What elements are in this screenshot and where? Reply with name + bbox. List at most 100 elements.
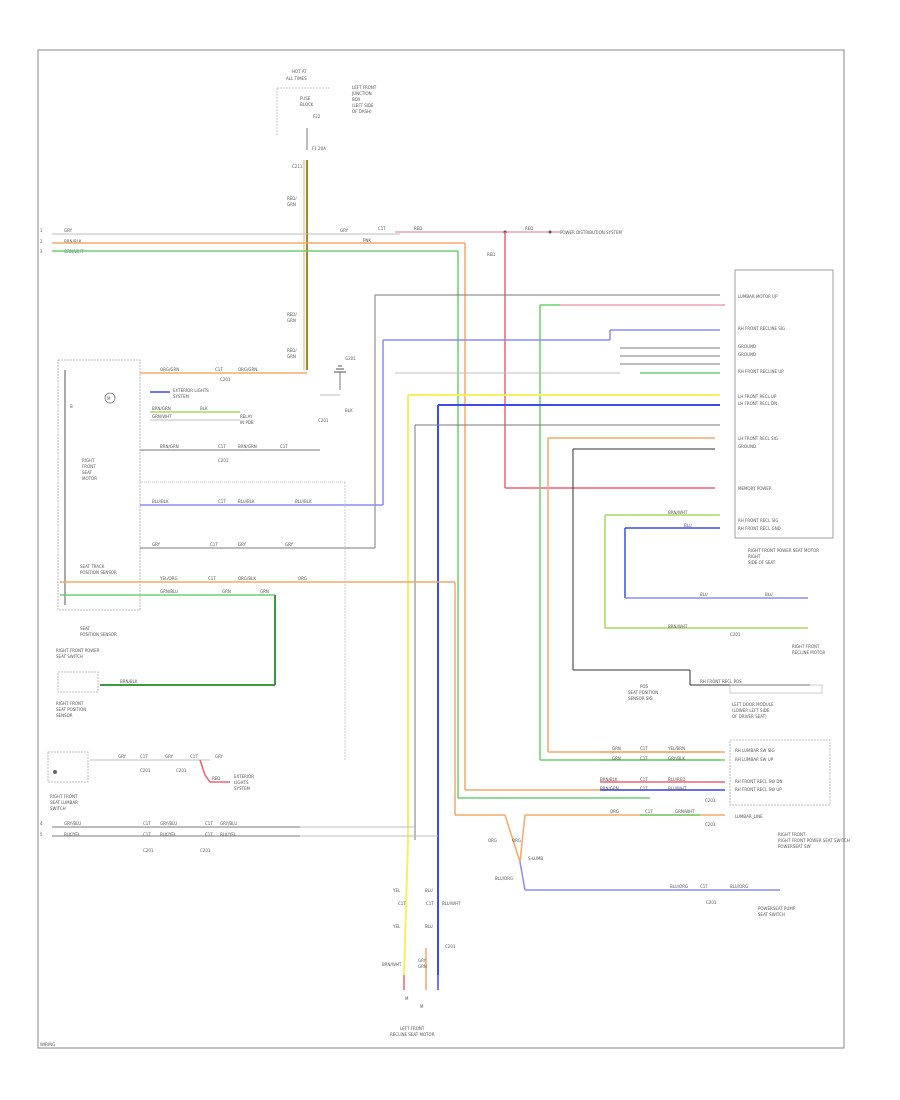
svg-text:C1T: C1T	[640, 786, 648, 791]
svg-text:YEL/ORG: YEL/ORG	[159, 576, 178, 581]
svg-text:C201: C201	[318, 418, 329, 423]
svg-text:RH LUMBAR SW UP: RH LUMBAR SW UP	[735, 757, 774, 762]
svg-text:ORG: ORG	[298, 576, 307, 581]
svg-text:RED: RED	[525, 226, 533, 231]
svg-text:BLU/ORG: BLU/ORG	[730, 884, 748, 889]
svg-text:GRN/WHT: GRN/WHT	[152, 414, 172, 419]
svg-text:GROUND: GROUND	[738, 444, 756, 449]
svg-text:SWITCH: SWITCH	[50, 806, 66, 811]
svg-text:RIGHT FRONT: RIGHT FRONT	[56, 701, 84, 706]
svg-text:GRY: GRY	[118, 754, 127, 759]
svg-text:ORG: ORG	[512, 838, 521, 843]
svg-text:FRONT: FRONT	[82, 464, 96, 469]
svg-text:F22: F22	[313, 114, 321, 119]
svg-text:ORG/BLK: ORG/BLK	[238, 576, 256, 581]
svg-text:SEAT SWITCH: SEAT SWITCH	[758, 912, 785, 917]
svg-text:PNK: PNK	[363, 238, 371, 243]
svg-text:ORG/GRN: ORG/GRN	[238, 367, 257, 372]
diagram-frame	[37, 49, 845, 1049]
svg-text:M: M	[405, 996, 409, 1001]
svg-text:GRN/WHT: GRN/WHT	[675, 809, 695, 814]
svg-text:LEFT DOOR MODULE: LEFT DOOR MODULE	[732, 702, 774, 707]
svg-text:BRN/GRN: BRN/GRN	[600, 786, 619, 791]
svg-text:GRN: GRN	[418, 964, 427, 969]
svg-text:BRN/GRN: BRN/GRN	[238, 444, 257, 449]
svg-text:2: 2	[40, 239, 43, 244]
svg-text:BLU/WHT: BLU/WHT	[668, 786, 687, 791]
svg-text:C1T: C1T	[426, 901, 434, 906]
svg-text:ORG/GRN: ORG/GRN	[160, 367, 179, 372]
svg-text:C1T: C1T	[190, 754, 198, 759]
svg-text:5: 5	[40, 832, 43, 837]
left-power-block: M B RIGHT FRONT SEAT MOTOR SEAT TRACK PO…	[56, 359, 141, 659]
svg-text:LH FRONT RECL SIG: LH FRONT RECL SIG	[738, 436, 778, 441]
svg-text:LH FRONT RECL DN: LH FRONT RECL DN	[738, 401, 777, 406]
svg-text:BLU/ORG: BLU/ORG	[670, 884, 688, 889]
svg-text:SIDE OF SEAT: SIDE OF SEAT	[748, 560, 776, 565]
svg-text:HOT AT: HOT AT	[292, 69, 307, 74]
svg-text:RH FRONT RECL POS: RH FRONT RECL POS	[700, 679, 742, 684]
svg-text:RH FRONT RECL SW UP: RH FRONT RECL SW UP	[735, 787, 782, 792]
svg-text:S-LUMB: S-LUMB	[528, 856, 543, 861]
svg-text:C1T: C1T	[210, 542, 218, 547]
svg-text:C1T: C1T	[640, 777, 648, 782]
svg-text:C1T: C1T	[205, 821, 213, 826]
frame-label: WIRING	[40, 1042, 55, 1047]
svg-text:LEFT FRONT: LEFT FRONT	[352, 85, 377, 90]
svg-text:RIGHT FRONT POWER: RIGHT FRONT POWER	[56, 648, 100, 653]
svg-text:C1T: C1T	[700, 884, 708, 889]
svg-text:M: M	[107, 396, 111, 401]
svg-text:LUMBAR_LINE: LUMBAR_LINE	[735, 814, 763, 819]
svg-text:BLU/BLK: BLU/BLK	[152, 499, 169, 504]
svg-text:SEAT: SEAT	[80, 626, 90, 631]
svg-text:SEAT LUMBAR: SEAT LUMBAR	[50, 800, 78, 805]
svg-text:BLK/YEL: BLK/YEL	[64, 832, 81, 837]
svg-text:POWERSEAT SW: POWERSEAT SW	[778, 844, 811, 849]
svg-text:SEAT SWITCH: SEAT SWITCH	[56, 654, 83, 659]
svg-text:BLK: BLK	[200, 406, 208, 411]
svg-text:C1T: C1T	[218, 499, 226, 504]
svg-text:SENSOR SIG: SENSOR SIG	[628, 696, 653, 701]
svg-text:GRN: GRN	[612, 746, 621, 751]
svg-text:RIGHT: RIGHT	[82, 458, 95, 463]
svg-text:BLU: BLU	[700, 592, 708, 597]
svg-text:BLOCK: BLOCK	[300, 102, 314, 107]
svg-text:C1T: C1T	[398, 901, 406, 906]
svg-text:BLU/WHT: BLU/WHT	[442, 901, 461, 906]
svg-text:SENSOR: SENSOR	[56, 713, 73, 718]
svg-text:ORG: ORG	[610, 809, 619, 814]
lower-right-module: RH LUMBAR SW SIG RH LUMBAR SW UP RH FRON…	[600, 739, 831, 806]
svg-text:BLU: BLU	[765, 592, 773, 597]
svg-text:C1T: C1T	[205, 832, 213, 837]
svg-text:POWERSEAT PUMP: POWERSEAT PUMP	[758, 906, 796, 911]
svg-text:MEMORY POWER: MEMORY POWER	[738, 486, 772, 491]
svg-text:RH LUMBAR SW SIG: RH LUMBAR SW SIG	[735, 748, 775, 753]
svg-text:RED: RED	[487, 252, 495, 257]
svg-text:BLU: BLU	[684, 523, 692, 528]
svg-text:4: 4	[40, 821, 43, 826]
svg-text:M: M	[420, 1004, 424, 1009]
svg-text:GROUND: GROUND	[738, 352, 756, 357]
svg-text:LIGHTS: LIGHTS	[234, 780, 249, 785]
svg-text:C1T: C1T	[645, 809, 653, 814]
top-fuse-block: HOT AT ALL TIMES FUSE BLOCK F22 LEFT FRO…	[276, 69, 377, 169]
svg-text:POSITION SENSOR: POSITION SENSOR	[80, 632, 117, 637]
svg-text:RH FRONT RECL SIG: RH FRONT RECL SIG	[738, 518, 778, 523]
svg-text:MOTOR: MOTOR	[82, 476, 97, 481]
svg-text:C1T: C1T	[640, 746, 648, 751]
svg-text:C211: C211	[292, 164, 303, 169]
svg-text:GRY: GRY	[152, 542, 161, 547]
svg-text:C1T: C1T	[218, 444, 226, 449]
svg-text:BLK/YEL: BLK/YEL	[220, 832, 237, 837]
svg-text:GRY: GRY	[165, 754, 174, 759]
svg-text:RED/: RED/	[287, 196, 297, 201]
svg-text:GRY: GRY	[285, 542, 294, 547]
svg-text:RECLINE MOTOR: RECLINE MOTOR	[792, 650, 825, 655]
svg-text:SYSTEM: SYSTEM	[234, 786, 250, 791]
svg-text:BLU/BLK: BLU/BLK	[295, 499, 312, 504]
svg-text:LEFT FRONT: LEFT FRONT	[400, 1026, 425, 1031]
svg-text:GRN: GRN	[612, 756, 621, 761]
svg-text:BRN/BLK: BRN/BLK	[120, 679, 138, 684]
svg-text:BRN/GRN: BRN/GRN	[152, 406, 171, 411]
svg-text:C201: C201	[140, 768, 151, 773]
